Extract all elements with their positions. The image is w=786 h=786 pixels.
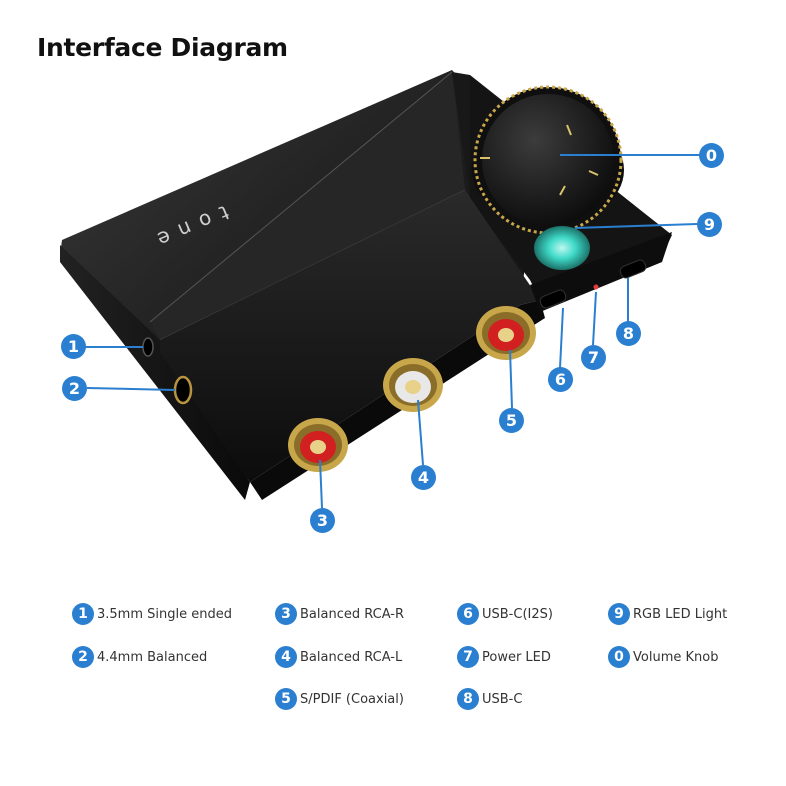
legend-item-9: 9 RGB LED Light <box>608 602 727 626</box>
legend-label: Balanced RCA-L <box>300 650 402 665</box>
callout-badge-3: 3 <box>310 508 335 533</box>
legend-item-0: 0 Volume Knob <box>608 645 718 669</box>
callout-badge-6: 6 <box>548 367 573 392</box>
legend-label: Volume Knob <box>633 650 718 665</box>
legend-item-3: 3 Balanced RCA-R <box>275 602 404 626</box>
jack-4-4mm <box>175 377 191 403</box>
power-led <box>594 285 599 290</box>
legend-badge: 3 <box>275 603 297 625</box>
rca-right-jack <box>288 418 348 472</box>
callout-badge-5: 5 <box>499 408 524 433</box>
legend-item-7: 7 Power LED <box>457 645 551 669</box>
legend-item-1: 1 3.5mm Single ended <box>72 602 232 626</box>
spdif-coaxial-jack <box>476 306 536 360</box>
legend-label: S/PDIF (Coaxial) <box>300 692 404 707</box>
legend-label: USB-C(I2S) <box>482 607 553 622</box>
legend-label: 3.5mm Single ended <box>97 607 232 622</box>
legend-item-8: 8 USB-C <box>457 687 522 711</box>
callout-badge-4: 4 <box>411 465 436 490</box>
callout-badge-7: 7 <box>581 345 606 370</box>
legend-badge: 9 <box>608 603 630 625</box>
legend-label: 4.4mm Balanced <box>97 650 207 665</box>
legend-item-5: 5 S/PDIF (Coaxial) <box>275 687 404 711</box>
legend-badge: 2 <box>72 646 94 668</box>
callout-badge-0: 0 <box>699 143 724 168</box>
legend-label: RGB LED Light <box>633 607 727 622</box>
legend-label: Power LED <box>482 650 551 665</box>
callout-badge-9: 9 <box>697 212 722 237</box>
rgb-led-light <box>534 226 590 270</box>
legend-item-4: 4 Balanced RCA-L <box>275 645 402 669</box>
legend-badge: 6 <box>457 603 479 625</box>
legend-label: USB-C <box>482 692 522 707</box>
callout-badge-2: 2 <box>62 376 87 401</box>
jack-3-5mm <box>143 338 153 356</box>
legend-item-2: 2 4.4mm Balanced <box>72 645 207 669</box>
legend-badge: 0 <box>608 646 630 668</box>
legend-badge: 4 <box>275 646 297 668</box>
callout-badge-8: 8 <box>616 321 641 346</box>
legend-item-6: 6 USB-C(I2S) <box>457 602 553 626</box>
legend-badge: 8 <box>457 688 479 710</box>
callout-badge-1: 1 <box>61 334 86 359</box>
legend-label: Balanced RCA-R <box>300 607 404 622</box>
legend-badge: 7 <box>457 646 479 668</box>
legend-badge: 1 <box>72 603 94 625</box>
legend-badge: 5 <box>275 688 297 710</box>
rca-left-jack <box>383 358 443 412</box>
